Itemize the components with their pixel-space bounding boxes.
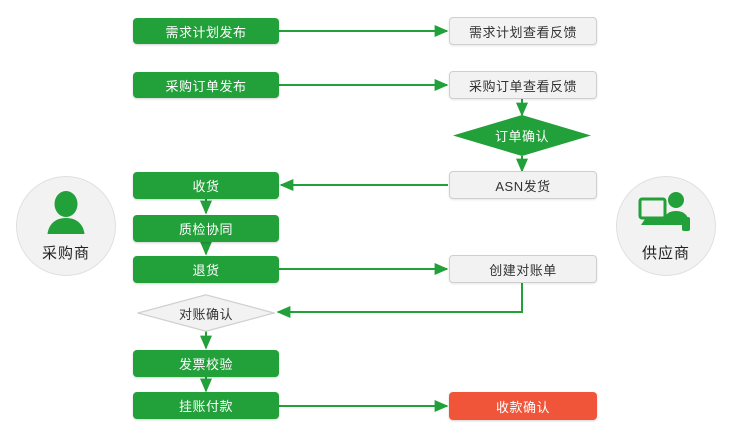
node-asn-shipment[interactable]: ASN发货 <box>449 171 597 199</box>
node-demand-plan-publish[interactable]: 需求计划发布 <box>133 18 279 44</box>
node-label: 需求计划发布 <box>165 24 247 40</box>
node-payment-posting[interactable]: 挂账付款 <box>133 392 279 419</box>
node-goods-receipt[interactable]: 收货 <box>133 172 279 199</box>
edge-n10-n11 <box>276 283 523 318</box>
node-invoice-verification[interactable]: 发票校验 <box>133 350 279 377</box>
actor-supplier[interactable]: 供应商 <box>616 176 716 276</box>
actor-buyer-label: 采购商 <box>41 245 90 262</box>
node-label: 创建对账单 <box>489 262 557 278</box>
node-return-goods[interactable]: 退货 <box>133 256 279 283</box>
node-label: 发票校验 <box>178 357 233 372</box>
supplier-icon <box>638 192 690 231</box>
node-label: ASN发货 <box>495 178 551 194</box>
node-demand-plan-review[interactable]: 需求计划查看反馈 <box>449 17 597 45</box>
node-label: 采购订单发布 <box>165 78 247 94</box>
node-quality-collaboration[interactable]: 质检协同 <box>133 215 279 242</box>
actor-supplier-label: 供应商 <box>641 245 690 262</box>
node-reconciliation-confirm[interactable]: 对账确认 <box>137 294 275 332</box>
node-label: 收款确认 <box>495 399 550 415</box>
node-label: 退货 <box>192 263 220 278</box>
node-create-reconciliation[interactable]: 创建对账单 <box>449 255 597 283</box>
node-purchase-order-publish[interactable]: 采购订单发布 <box>133 72 279 98</box>
diamond-shape <box>137 294 275 332</box>
node-label: 采购订单查看反馈 <box>468 78 577 94</box>
actor-buyer[interactable]: 采购商 <box>16 176 116 276</box>
node-label: 质检协同 <box>178 222 233 237</box>
person-icon <box>47 191 85 234</box>
node-label: 收货 <box>192 179 220 194</box>
node-payment-receipt-confirm[interactable]: 收款确认 <box>449 392 597 420</box>
node-purchase-order-review[interactable]: 采购订单查看反馈 <box>449 71 597 99</box>
diamond-shape <box>453 115 591 156</box>
node-label: 对账确认 <box>178 306 233 322</box>
node-label: 需求计划查看反馈 <box>468 24 577 40</box>
node-label: 挂账付款 <box>178 399 233 414</box>
node-order-confirm[interactable]: 订单确认 <box>453 115 591 156</box>
node-label: 订单确认 <box>494 129 549 144</box>
